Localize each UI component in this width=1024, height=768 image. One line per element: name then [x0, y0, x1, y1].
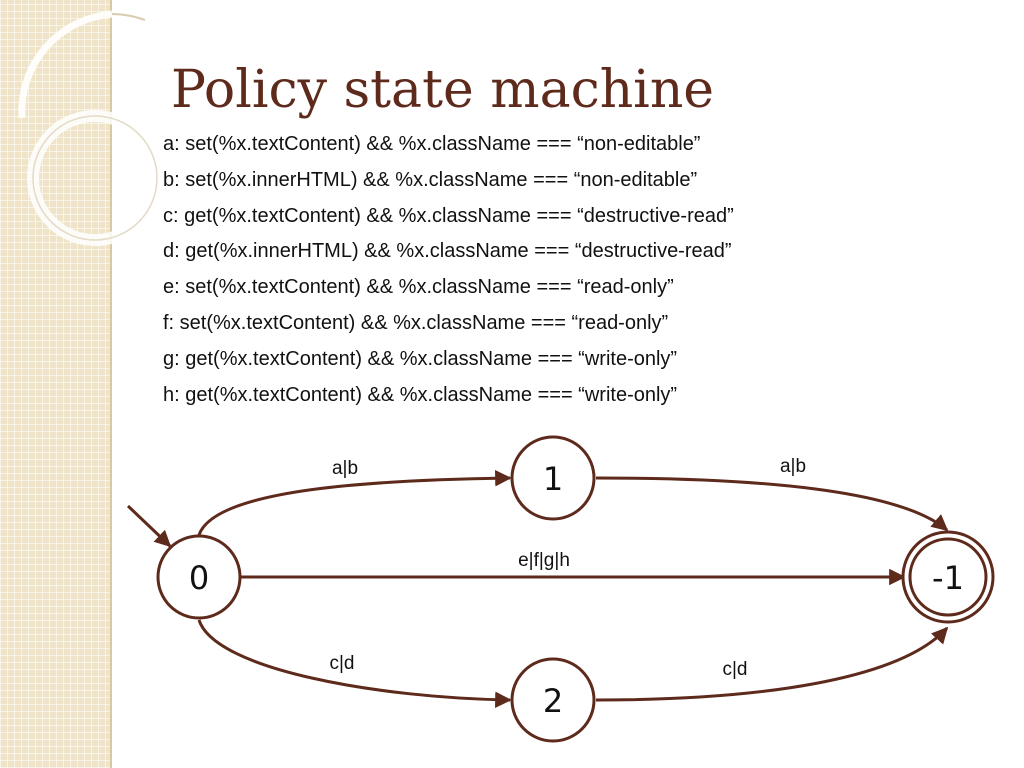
rule-f: f: set(%x.textContent) && %x.className =…: [163, 311, 669, 334]
edge-label-2-to-sink: c|d: [722, 659, 747, 680]
state-node-0: 0: [156, 534, 242, 620]
state-circle-0: [156, 534, 242, 620]
transition-rule-list: a: set(%x.textContent) && %x.className =…: [163, 128, 734, 414]
edge-0-to-2: [197, 619, 512, 709]
state-label-2: 2: [543, 682, 563, 720]
rule-c: c: get(%x.textContent) && %x.className =…: [163, 204, 734, 227]
accepting-state-inner-ring: [908, 537, 988, 617]
decorative-ring-upper-tail: [111, 13, 146, 21]
edge-1-to-sink: [595, 476, 949, 532]
state-label-sink: -1: [932, 559, 964, 597]
decorative-ring-lower-outline: [32, 115, 158, 241]
rule-g: g: get(%x.textContent) && %x.className =…: [163, 347, 678, 370]
state-label-0: 0: [189, 559, 209, 597]
edge-label-0-to-sink: e|f|g|h: [518, 550, 570, 571]
edge-label-0-to-2: c|d: [329, 653, 354, 674]
edge-label-1-to-sink: a|b: [780, 456, 806, 477]
rule-a: a: set(%x.textContent) && %x.className =…: [163, 133, 701, 155]
rule-d: d: get(%x.innerHTML) && %x.className ===…: [163, 240, 732, 263]
edge-label-0-to-1: a|b: [332, 458, 358, 479]
state-node-sink: -1: [901, 530, 995, 624]
rule-b: b: set(%x.innerHTML) && %x.className ===…: [163, 168, 698, 191]
edge-2-to-sink: [595, 626, 949, 702]
edge-0-to-1: [197, 469, 512, 536]
rule-e: e: set(%x.textContent) && %x.className =…: [163, 276, 674, 299]
state-node-2: 2: [510, 657, 596, 743]
rule-h: h: get(%x.textContent) && %x.className =…: [163, 383, 678, 406]
page-title: Policy state machine: [171, 60, 715, 120]
state-node-1: 1: [510, 435, 596, 521]
decorative-ring-upper: [18, 10, 113, 119]
state-circle-1: [510, 435, 596, 521]
initial-state-arrow: [126, 504, 172, 548]
state-circle-2: [510, 657, 596, 743]
decorative-rings: [18, 10, 163, 246]
state-label-1: 1: [543, 460, 563, 498]
